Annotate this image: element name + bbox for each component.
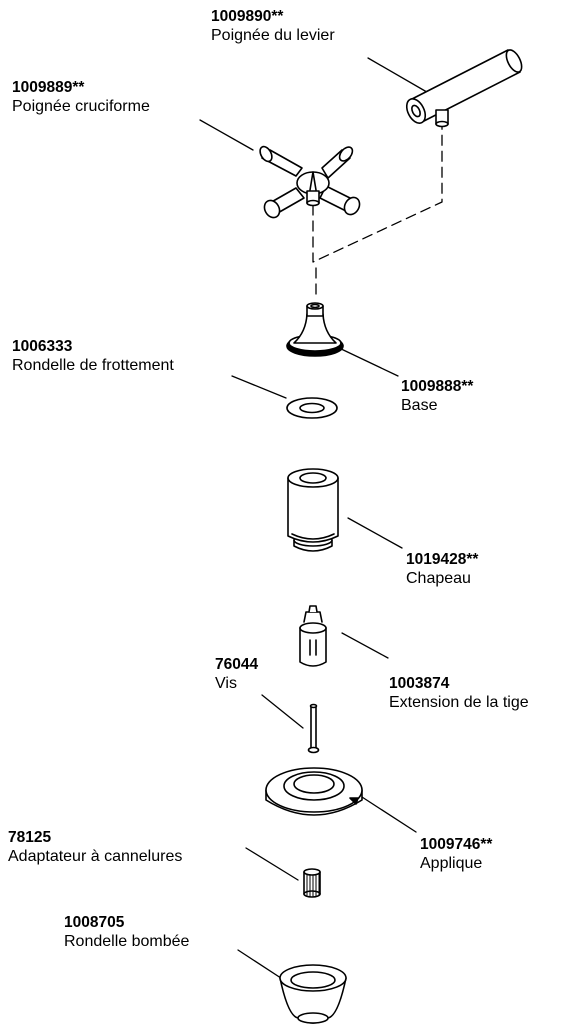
part-name: Rondelle de frottement <box>12 357 174 374</box>
bonnet-drawing <box>287 468 339 552</box>
part-name: Vis <box>215 675 237 692</box>
part-name: Poignée du levier <box>211 27 335 44</box>
leader-lines <box>199 57 433 983</box>
part-name: Rondelle bombée <box>64 933 190 950</box>
dashed-assembly-lines <box>312 124 443 299</box>
dome-washer-drawing <box>279 964 347 1024</box>
part-number: 1009888** <box>401 378 474 395</box>
part-number: 78125 <box>8 829 52 846</box>
part-number: 1009890** <box>211 8 284 25</box>
escutcheon-drawing <box>265 767 363 816</box>
label-splined-adapter: 78125 Adaptateur à cannelures <box>8 828 182 866</box>
base-drawing <box>286 302 344 357</box>
part-name: Adaptateur à cannelures <box>8 848 183 865</box>
part-name: Chapeau <box>406 570 471 587</box>
label-dome-washer: 1008705 Rondelle bombée <box>64 913 189 951</box>
part-number: 1006333 <box>12 338 73 355</box>
part-number: 1003874 <box>389 675 450 692</box>
label-cross-handle: 1009889** Poignée cruciforme <box>12 78 150 116</box>
label-bonnet: 1019428** Chapeau <box>406 550 478 588</box>
stem-extension-drawing <box>299 605 327 667</box>
part-number: 1009889** <box>12 79 85 96</box>
label-base: 1009888** Base <box>401 377 473 415</box>
part-name: Applique <box>420 855 483 872</box>
part-number: 1008705 <box>64 914 125 931</box>
label-stem-extension: 1003874 Extension de la tige <box>389 674 529 712</box>
part-name: Extension de la tige <box>389 694 529 711</box>
part-number: 76044 <box>215 656 259 673</box>
part-number: 1019428** <box>406 551 479 568</box>
label-screw: 76044 Vis <box>215 655 258 693</box>
label-lever-handle: 1009890** Poignée du levier <box>211 7 335 45</box>
label-escutcheon: 1009746** Applique <box>420 835 492 873</box>
part-name: Poignée cruciforme <box>12 98 150 115</box>
part-name: Base <box>401 397 438 414</box>
part-number: 1009746** <box>420 836 493 853</box>
friction-washer-drawing <box>286 397 338 419</box>
label-friction-washer: 1006333 Rondelle de frottement <box>12 337 174 375</box>
splined-adapter-drawing <box>303 868 321 898</box>
screw-drawing <box>307 703 320 754</box>
lever-handle-drawing <box>405 49 523 128</box>
cross-handle-drawing <box>259 145 361 219</box>
